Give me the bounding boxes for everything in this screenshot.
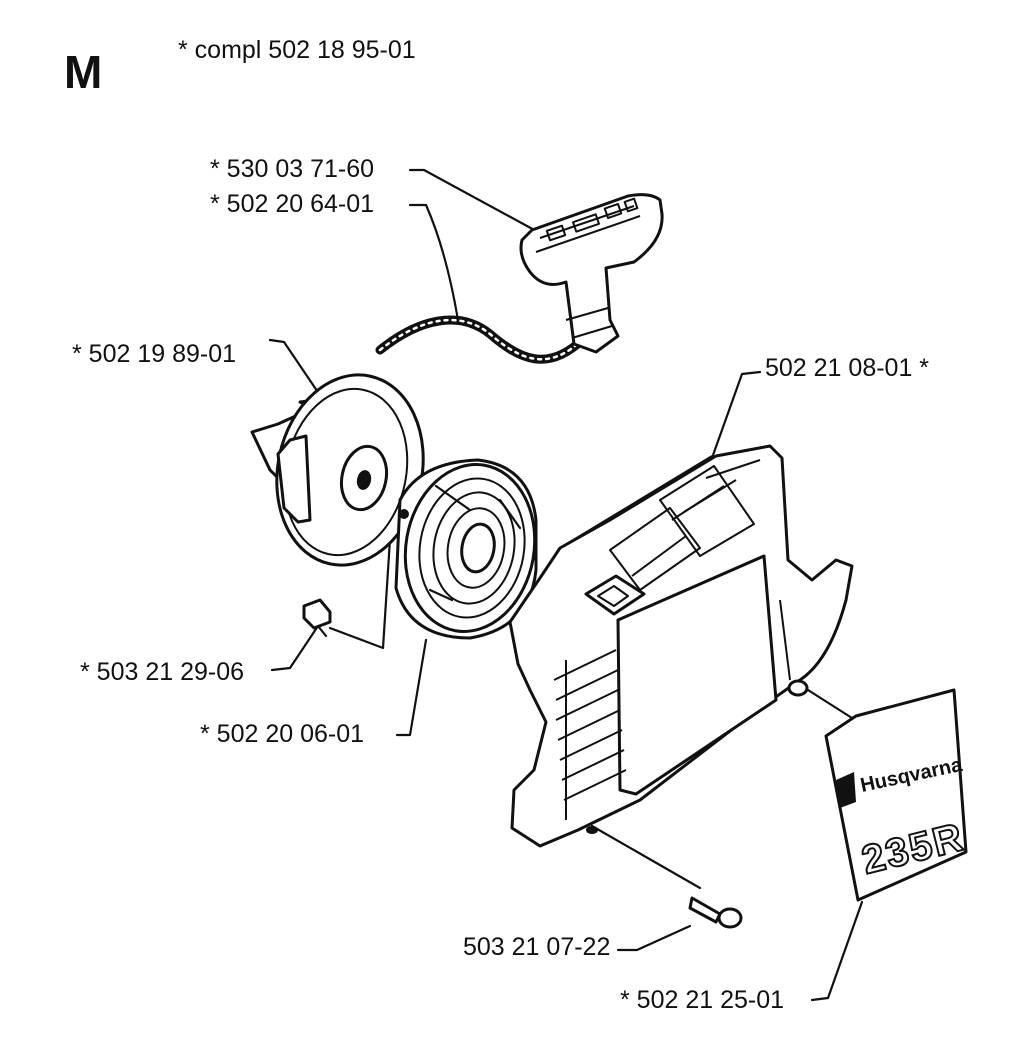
leader-cover-screw	[616, 924, 692, 952]
leader-starter-rope	[408, 203, 460, 322]
leader-decal-axis	[806, 688, 854, 720]
leader-spring-cassette	[395, 638, 428, 737]
leader-starter-cover	[710, 370, 762, 460]
spring-cassette	[394, 458, 538, 640]
label-cover-screw: 503 21 07-22	[463, 933, 610, 961]
kit-part-number: * compl 502 18 95-01	[178, 36, 416, 64]
leader-lines	[268, 168, 864, 1002]
label-starter-cover: 502 21 08-01 *	[765, 354, 929, 382]
leader-decal	[810, 900, 864, 1002]
label-pulley: * 502 19 89-01	[72, 340, 236, 368]
label-handle: * 530 03 71-60	[210, 155, 374, 183]
starter-handle	[519, 193, 664, 354]
section-letter: M	[64, 46, 102, 98]
label-pulley-screw: * 503 21 29-06	[80, 658, 244, 686]
husqvarna-logo-icon	[836, 772, 856, 808]
pulley-screw	[302, 598, 332, 638]
label-spring-cassette: * 502 20 06-01	[200, 720, 364, 748]
leader-pulley	[268, 338, 332, 412]
leader-handle	[408, 168, 540, 234]
rope-pulley	[250, 373, 425, 567]
starter-rope	[375, 315, 587, 364]
starter-cover	[508, 444, 854, 848]
leader-pulley-screw-label	[270, 618, 324, 672]
label-starter-rope: * 502 20 64-01	[210, 190, 374, 218]
label-decal: * 502 21 25-01	[620, 986, 784, 1014]
decal: Husqvarna 235R	[824, 688, 970, 902]
leader-cover-screw-axis	[590, 824, 702, 890]
cover-screw	[688, 896, 743, 929]
